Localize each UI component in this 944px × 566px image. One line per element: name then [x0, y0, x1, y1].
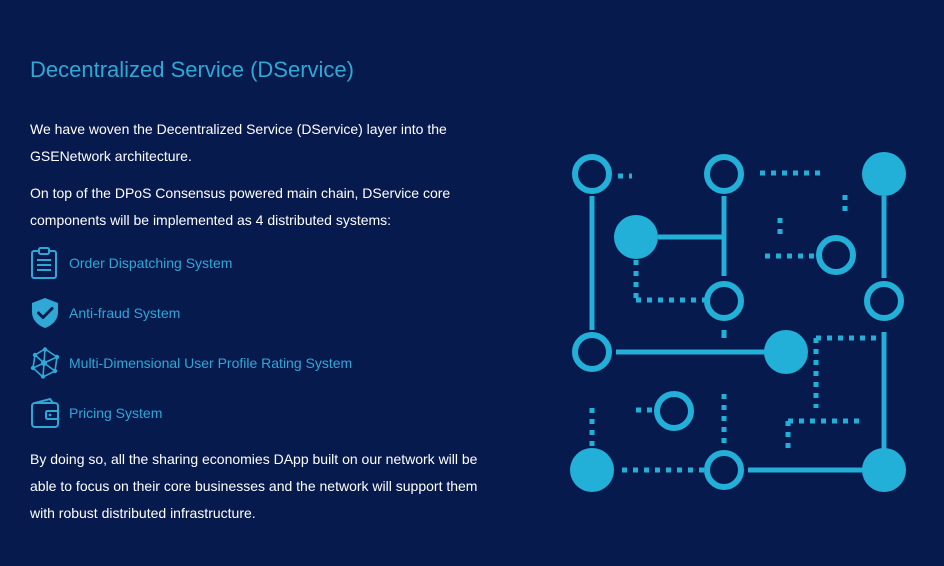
feature-item-user-profile-rating: Multi-Dimensional User Profile Rating Sy…: [30, 346, 500, 380]
consensus-paragraph: On top of the DPoS Consensus powered mai…: [30, 185, 451, 228]
shield-check-icon: [30, 296, 60, 330]
section-title: Decentralized Service (DService): [30, 57, 354, 82]
intro-paragraph: We have woven the Decentralized Service …: [30, 121, 447, 164]
feature-item-pricing: Pricing System: [30, 396, 500, 430]
feature-label: Anti-fraud System: [69, 305, 181, 321]
network-node-icon: [30, 346, 60, 380]
feature-label: Order Dispatching System: [69, 255, 233, 271]
wallet-icon: [30, 396, 60, 430]
conclusion-paragraph: By doing so, all the sharing economies D…: [30, 451, 478, 521]
feature-label: Multi-Dimensional User Profile Rating Sy…: [69, 355, 353, 371]
feature-list: Order Dispatching System Anti-fraud Syst…: [30, 246, 500, 430]
feature-label: Pricing System: [69, 405, 163, 421]
feature-item-anti-fraud: Anti-fraud System: [30, 296, 500, 330]
circuit-network-illustration: [560, 140, 920, 500]
clipboard-icon: [30, 246, 60, 280]
dservice-section: Decentralized Service (DService) We have…: [30, 54, 500, 537]
feature-item-order-dispatching: Order Dispatching System: [30, 246, 500, 280]
